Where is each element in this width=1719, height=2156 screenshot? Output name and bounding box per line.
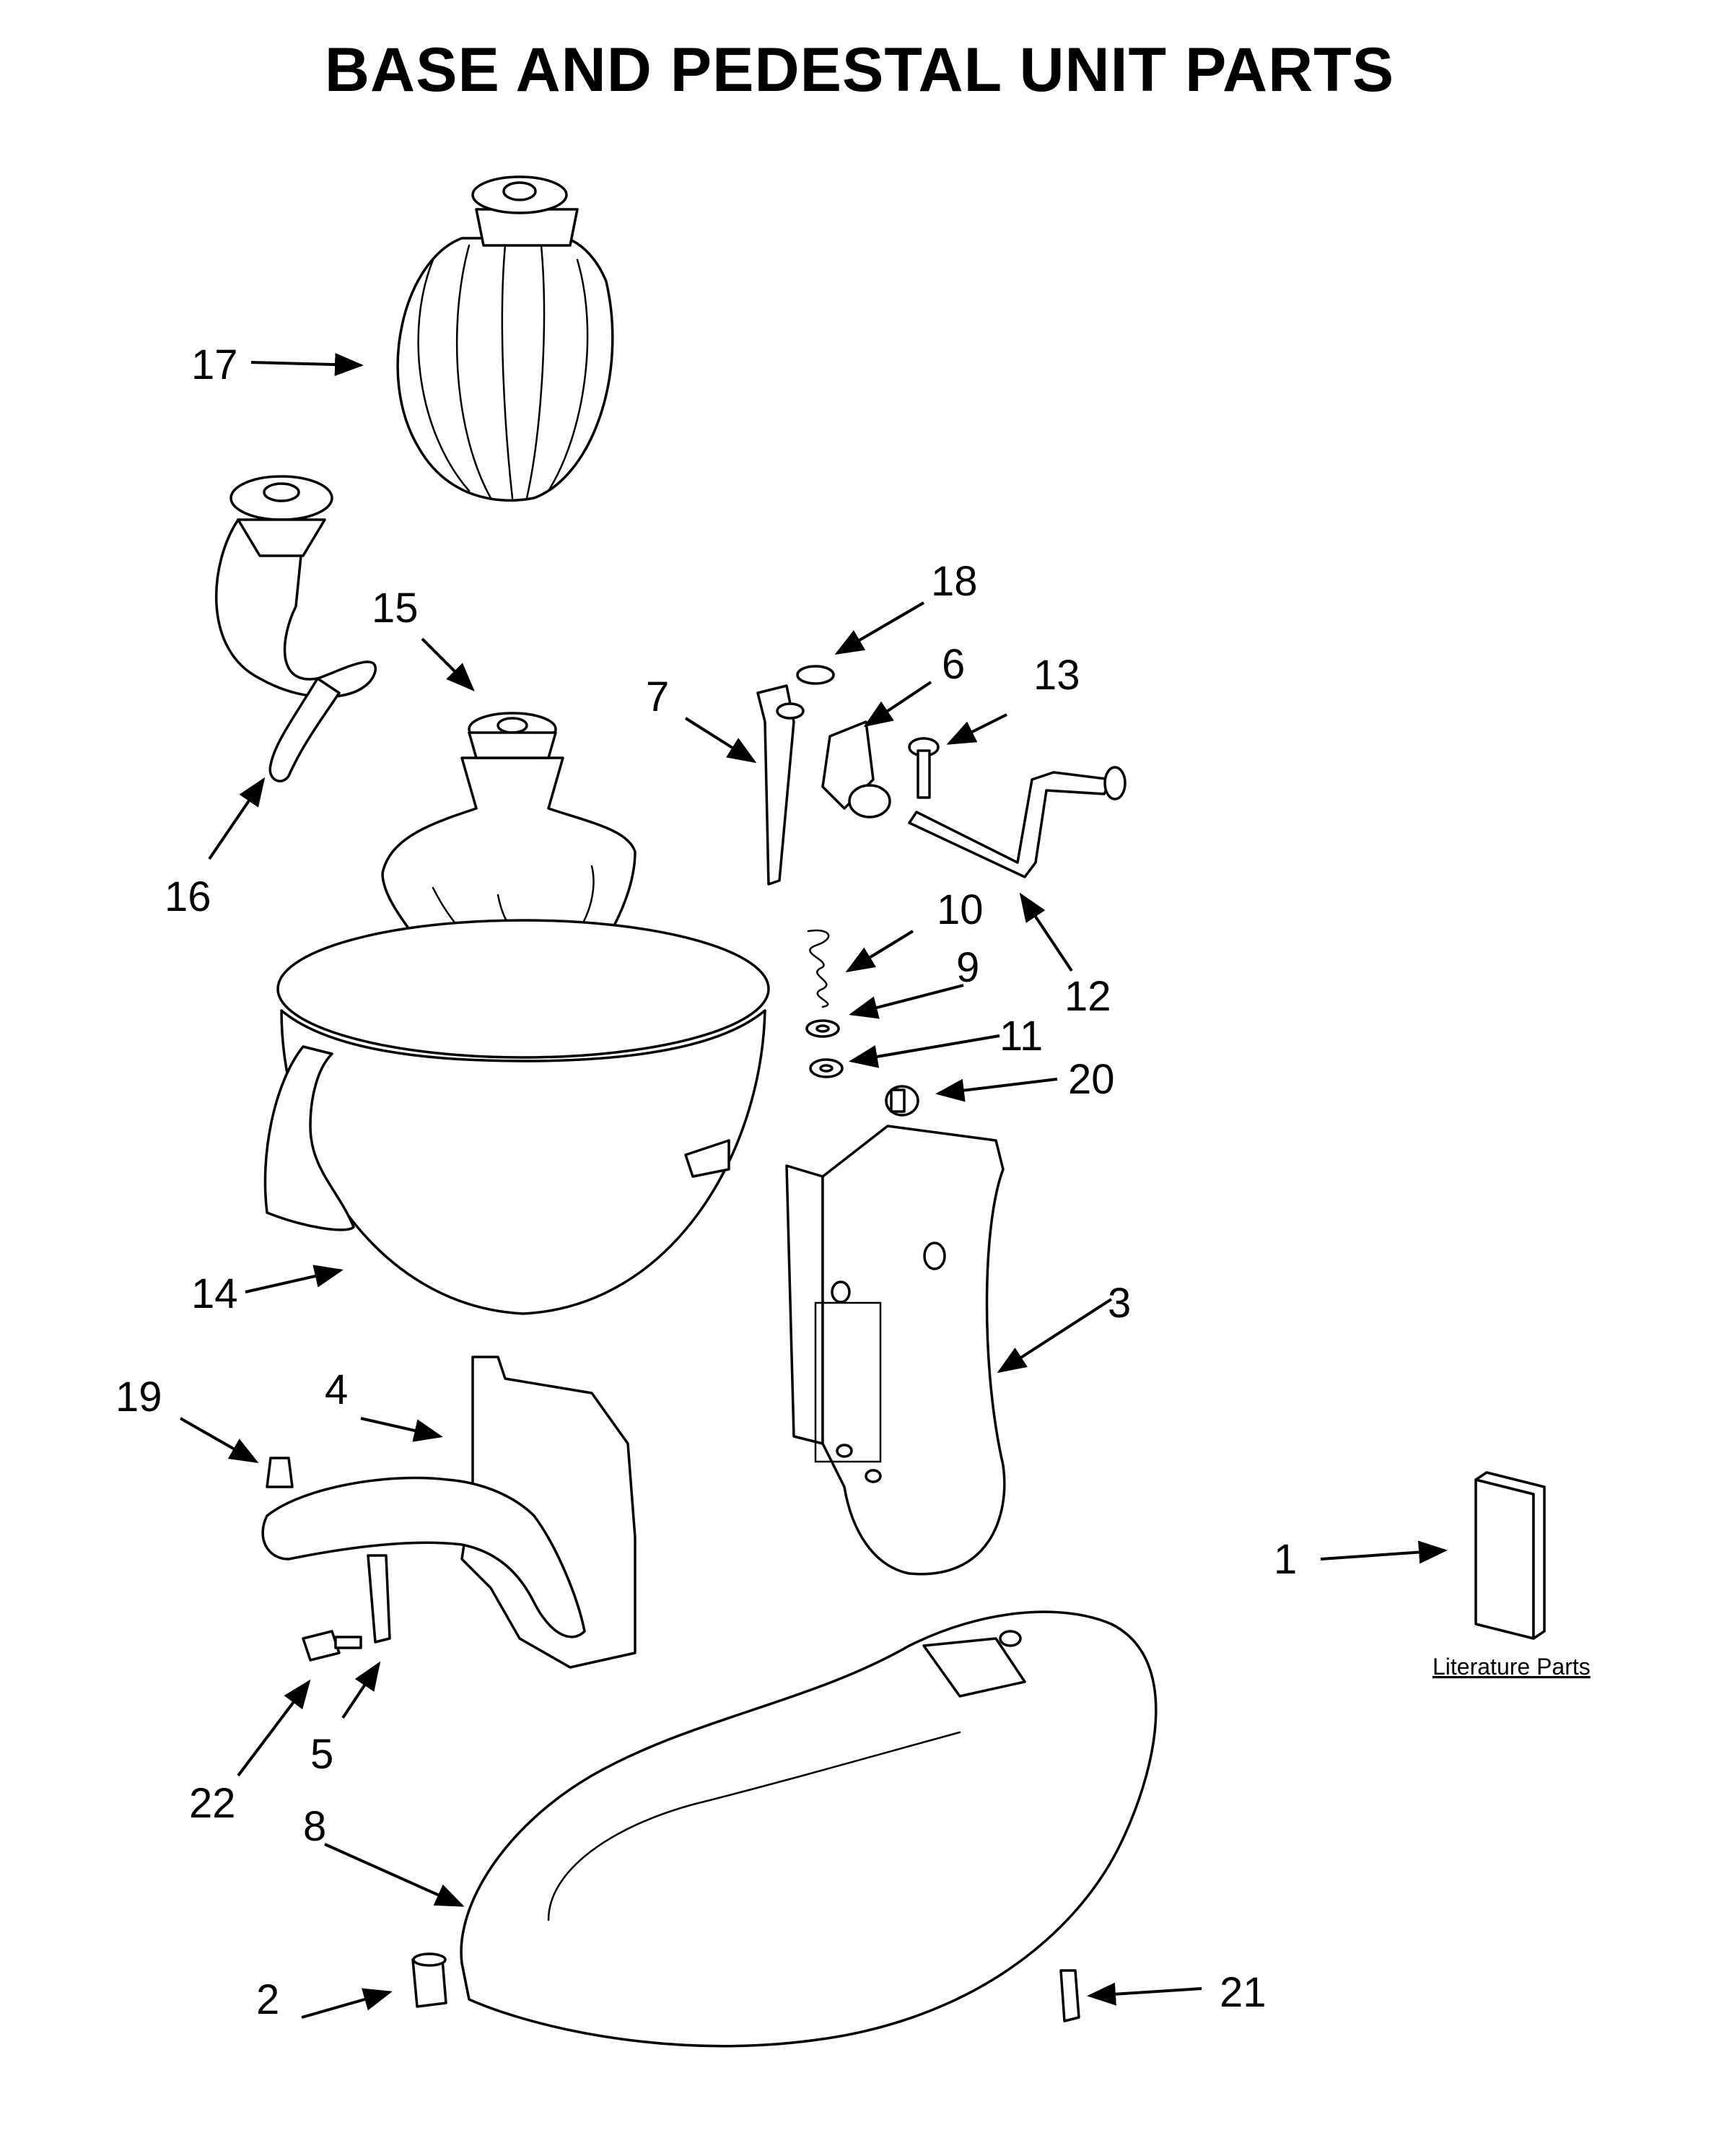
lift-handle-part: [908, 766, 1127, 878]
callout-labels: 17 15 16 14 19 4 5 22 8 2 21 1 3 20 11 9…: [115, 341, 1297, 2023]
callout-14: 14: [191, 1270, 238, 1317]
callout-16: 16: [165, 873, 211, 920]
callout-15: 15: [372, 585, 419, 632]
callout-3: 3: [1108, 1280, 1131, 1327]
pedestal-column-part: [785, 1125, 1006, 1576]
leader-arrows: [180, 353, 1448, 2019]
lift-rod-part: [756, 684, 805, 886]
bolt-part-22: [302, 1630, 362, 1662]
callout-7: 7: [646, 673, 669, 720]
callout-19: 19: [115, 1374, 162, 1420]
screw-part: [908, 737, 940, 799]
washer-part: [805, 1019, 840, 1038]
callout-1: 1: [1274, 1536, 1297, 1583]
bracket-part-5: [367, 1554, 391, 1644]
lift-bracket-part: [821, 720, 891, 819]
screw-part-21: [1059, 1969, 1080, 2022]
snap-ring-part: [796, 665, 835, 685]
callout-17: 17: [191, 341, 238, 388]
wire-whip-part: [396, 175, 614, 502]
callout-18: 18: [931, 558, 978, 605]
page-title: BASE AND PEDESTAL UNIT PARTS: [324, 35, 1395, 105]
callout-5: 5: [310, 1731, 333, 1778]
nut-part: [809, 1058, 844, 1078]
dough-hook-part: [214, 475, 377, 782]
callout-13: 13: [1033, 652, 1080, 699]
mixing-bowl-part: [263, 919, 770, 1315]
bowl-support-part: [261, 1356, 637, 1669]
callout-10: 10: [937, 886, 984, 933]
callout-12: 12: [1064, 973, 1111, 1020]
callout-20: 20: [1068, 1056, 1115, 1103]
plug-part: [266, 1457, 294, 1488]
callout-8: 8: [303, 1803, 326, 1850]
callout-2: 2: [256, 1976, 279, 2023]
callout-4: 4: [325, 1366, 348, 1413]
spring-part: [807, 929, 830, 1008]
literature-parts-label: Literature Parts: [1432, 1654, 1591, 1680]
callout-11: 11: [1000, 1013, 1043, 1060]
literature-booklet: [1474, 1471, 1546, 1640]
callout-9: 9: [956, 944, 979, 991]
bumper-part-20: [885, 1085, 919, 1117]
callout-6: 6: [942, 641, 965, 688]
callout-21: 21: [1220, 1969, 1267, 2016]
foot-part: [411, 1952, 447, 2008]
base-part: [460, 1610, 1158, 2048]
callout-22: 22: [189, 1780, 236, 1827]
